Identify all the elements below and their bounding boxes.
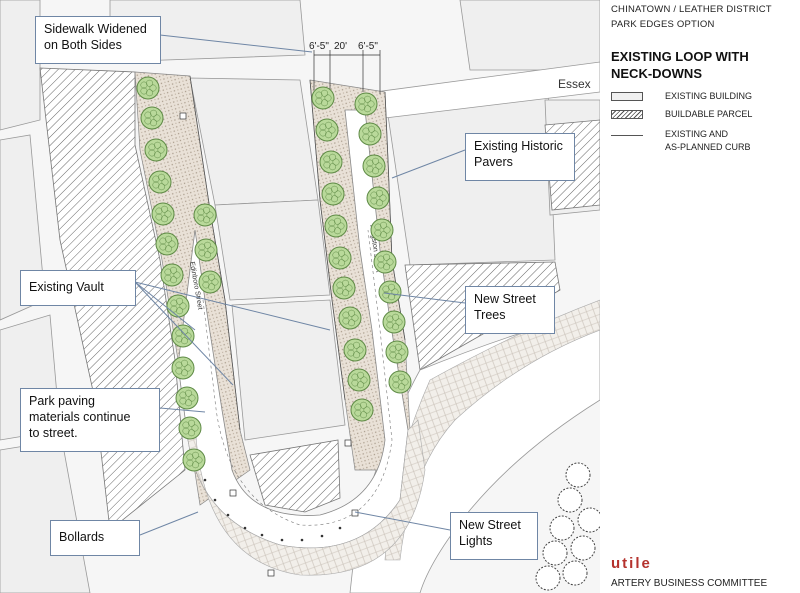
callout-historic-pavers: Existing Historic Pavers	[465, 133, 575, 181]
street-tree	[332, 276, 356, 300]
legend-subtitle-line2: PARK EDGES OPTION	[611, 19, 715, 30]
legend-item-buildable-parcel: BUILDABLE PARCEL	[611, 108, 800, 122]
callout-park-line1: Park paving	[29, 394, 96, 408]
callout-pavers-line1: Existing Historic	[474, 139, 563, 153]
legend-item-label: BUILDABLE PARCEL	[665, 109, 753, 119]
existing-tree	[557, 487, 583, 513]
street-tree	[140, 106, 164, 130]
street-tree	[385, 340, 409, 364]
legend-item-existing-building: EXISTING BUILDING	[611, 90, 800, 104]
street-tree	[388, 370, 412, 394]
street-tree	[350, 398, 374, 422]
street-tree	[160, 263, 184, 287]
existing-tree	[542, 540, 568, 566]
street-tree	[362, 154, 386, 178]
existing-tree	[570, 535, 596, 561]
callout-vault-line1: Existing Vault	[29, 280, 104, 294]
street-tree	[378, 280, 402, 304]
street-tree	[151, 202, 175, 226]
callout-bollards: Bollards	[50, 520, 140, 556]
callout-trees-line2: Trees	[474, 308, 506, 322]
legend-title-line2: NECK-DOWNS	[611, 66, 702, 81]
street-tree	[373, 250, 397, 274]
dimension-left: 6'-5"	[309, 41, 329, 52]
dimension-marks	[313, 50, 381, 94]
street-tree	[338, 306, 362, 330]
existing-tree	[535, 565, 561, 591]
street-trees	[136, 76, 412, 472]
callout-sidewalk-line1: Sidewalk Widened	[44, 22, 147, 36]
street-tree	[328, 246, 352, 270]
street-tree	[171, 356, 195, 380]
street-tree	[358, 122, 382, 146]
loop-outer-paving	[187, 419, 426, 576]
callout-park-line3: to street.	[29, 426, 78, 440]
legend-item-curb: EXISTING AND AS-PLANNED CURB	[611, 128, 800, 156]
street-tree	[175, 386, 199, 410]
legend-subtitle-line1: CHINATOWN / LEATHER DISTRICT	[611, 4, 772, 15]
building-swatch	[611, 92, 643, 101]
street-tree	[311, 86, 335, 110]
street-tree	[178, 416, 202, 440]
street-tree	[319, 150, 343, 174]
legend-item-label-2: AS-PLANNED CURB	[665, 142, 751, 152]
essex-street-label: Essex	[558, 77, 591, 91]
street-tree	[324, 214, 348, 238]
existing-tree	[565, 462, 591, 488]
street-lights	[179, 112, 359, 577]
firm-logo: utile	[611, 555, 652, 572]
callout-trees-line1: New Street	[474, 292, 536, 306]
curb-lines	[189, 75, 406, 431]
callout-street-trees: New Street Trees	[465, 286, 555, 334]
callout-park-line2: materials continue	[29, 410, 131, 424]
legend-item-label: EXISTING AND	[665, 129, 729, 139]
existing-tree	[577, 507, 600, 533]
street-tree	[194, 238, 218, 262]
callout-leaders	[134, 34, 466, 536]
callout-sidewalk-line2: on Both Sides	[44, 38, 122, 52]
street-tree	[321, 182, 345, 206]
callout-bollards-line1: Bollards	[59, 530, 105, 544]
street-tree	[171, 324, 195, 348]
existing-trees	[535, 462, 600, 591]
dimension-center: 20'	[334, 41, 347, 52]
client-name: ARTERY BUSINESS COMMITTEE	[611, 578, 768, 589]
callout-existing-vault: Existing Vault	[20, 270, 136, 306]
street-tree	[193, 203, 217, 227]
street-tree	[166, 294, 190, 318]
bollards	[203, 478, 342, 542]
legend-title-line1: EXISTING LOOP WITH	[611, 49, 749, 64]
street-tree	[315, 118, 339, 142]
dimension-right: 6'-5"	[358, 41, 378, 52]
street-tree	[136, 76, 160, 100]
callout-pavers-line2: Pavers	[474, 155, 513, 169]
callout-street-lights: New Street Lights	[450, 512, 538, 560]
street-tree	[347, 368, 371, 392]
street-tree	[148, 170, 172, 194]
street-tree	[198, 270, 222, 294]
existing-tree	[562, 560, 588, 586]
street-tree	[382, 310, 406, 334]
callout-park-paving: Park paving materials continue to street…	[20, 388, 160, 452]
street-tree	[182, 448, 206, 472]
street-tree	[343, 338, 367, 362]
legend-panel: CHINATOWN / LEATHER DISTRICT PARK EDGES …	[600, 0, 800, 593]
callout-lights-line2: Lights	[459, 534, 493, 548]
legend-item-label: EXISTING BUILDING	[665, 91, 753, 101]
callout-lights-line1: New Street	[459, 518, 521, 532]
street-tree	[144, 138, 168, 162]
street-tree	[370, 218, 394, 242]
callout-sidewalk-widened: Sidewalk Widened on Both Sides	[35, 16, 161, 64]
street-tree	[155, 232, 179, 256]
existing-tree	[549, 515, 575, 541]
street-tree	[366, 186, 390, 210]
curb-line-swatch	[611, 135, 643, 136]
street-tree	[354, 92, 378, 116]
hatched-swatch	[611, 110, 643, 119]
